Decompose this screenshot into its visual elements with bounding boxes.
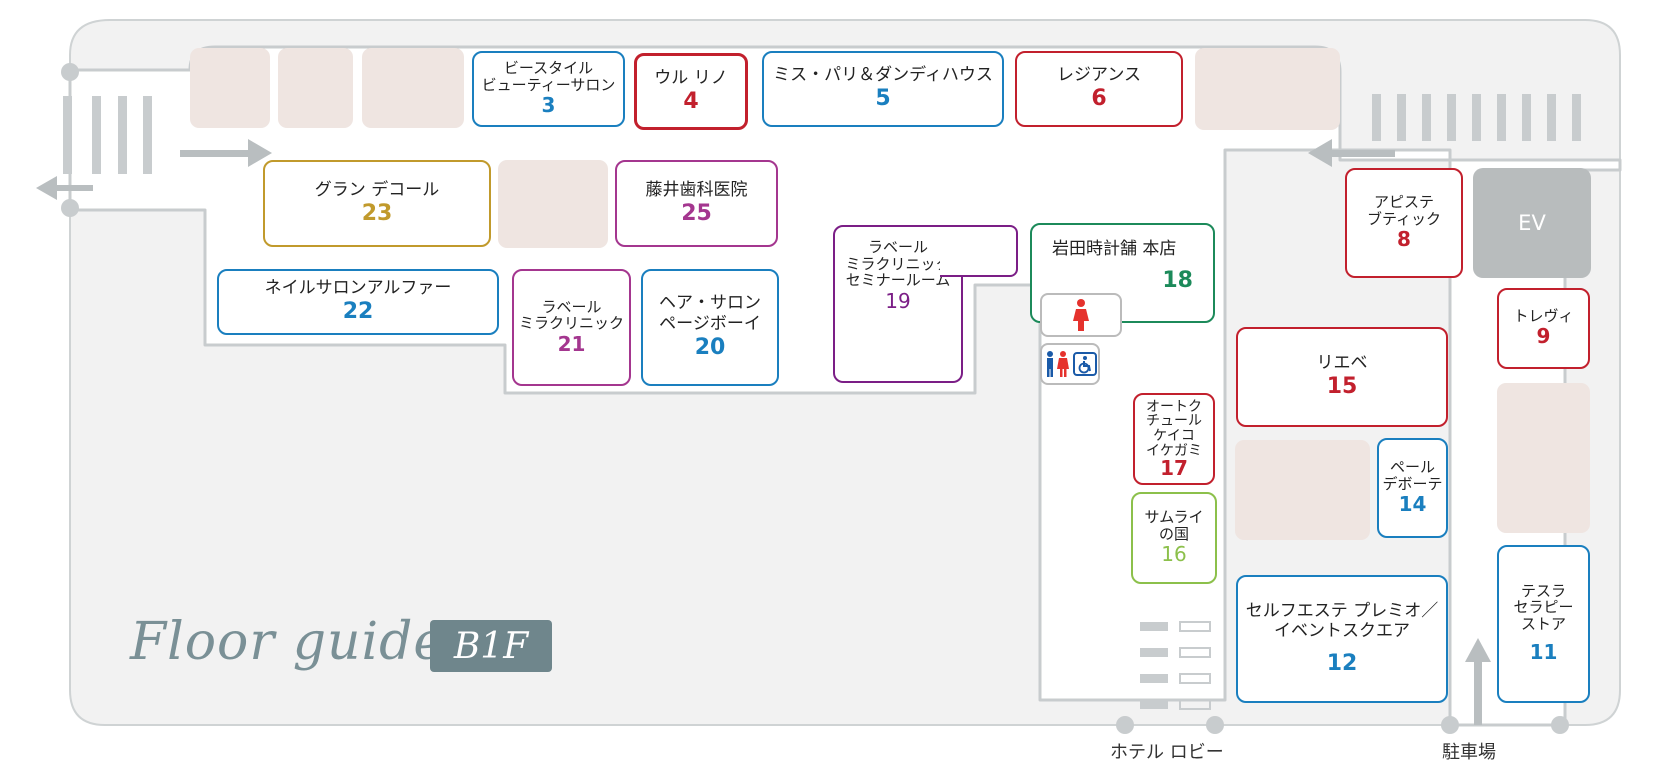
right-stairs [1372, 94, 1581, 141]
shop-18[interactable]: 岩田時計舗 本店 18 [1030, 223, 1215, 323]
hotel-lobby-label: ホテル ロビー [1110, 742, 1224, 763]
stair-bar [143, 96, 152, 174]
arrow-right-icon [180, 139, 272, 167]
elevator: EV [1473, 168, 1591, 278]
shop-number: 3 [541, 93, 556, 117]
shop-4[interactable]: ウル リノ 4 [634, 53, 748, 130]
shop-number: 4 [683, 88, 699, 114]
shop-name: グラン デコール [314, 179, 440, 200]
shop-12[interactable]: セルフエステ プレミオ／ イベントスクエア 12 [1236, 575, 1448, 703]
entrance-dot [61, 63, 1569, 734]
elevator-label: EV [1518, 211, 1546, 235]
shop-number: 8 [1397, 227, 1411, 251]
shop-number: 15 [1326, 374, 1358, 400]
shop-name: 岩田時計舗 本店 [1052, 239, 1177, 259]
shop-number: 22 [342, 299, 374, 325]
shop-name: ラベール ミラクリニック セミナールーム [845, 238, 951, 289]
shop-21[interactable]: ラベール ミラクリニック 21 [512, 269, 631, 386]
shop-20[interactable]: ヘア・サロン ページボーイ 20 [641, 269, 779, 386]
shop-number: 6 [1091, 86, 1107, 112]
shop-name: オートク チュール ケイコ イケガミ [1146, 398, 1202, 459]
vacant-unit [362, 48, 464, 128]
shop-3[interactable]: ビースタイル ビューティーサロン 3 [472, 51, 625, 127]
shop-number: 11 [1529, 640, 1558, 665]
parking-label: 駐車場 [1442, 742, 1496, 763]
shop-15[interactable]: リエベ 15 [1236, 327, 1448, 427]
shop-number: 20 [694, 335, 726, 361]
stair-bar [92, 96, 101, 174]
shop-name: ネイルサロンアルファー [264, 278, 452, 299]
shop-number: 5 [875, 86, 891, 112]
wheelchair-icon [1073, 352, 1097, 376]
shop-number: 23 [361, 200, 393, 226]
stair-bar [118, 96, 127, 174]
floor-badge: B1F [430, 620, 552, 672]
shop-number: 25 [681, 200, 712, 226]
shop-11[interactable]: テスラ セラピー ストア 11 [1497, 545, 1590, 703]
floor-guide-title: Floor guide [130, 612, 446, 672]
vacant-unit [190, 48, 270, 128]
shop-number: 19 [885, 288, 911, 313]
shop-number: 17 [1160, 456, 1188, 481]
shop-name: ウル リノ [654, 67, 728, 88]
stair-bar [63, 96, 72, 174]
parking-arrow-icon [1465, 638, 1491, 725]
shop-number: 16 [1161, 542, 1187, 566]
vacant-unit [1497, 383, 1590, 533]
vacant-unit [498, 160, 608, 248]
shop-name: テスラ セラピー ストア [1513, 581, 1574, 633]
shop-16[interactable]: サムライ の国 16 [1131, 492, 1217, 584]
shop-22[interactable]: ネイルサロンアルファー 22 [217, 269, 499, 335]
vacant-unit [1195, 48, 1340, 130]
restroom-icon [1047, 351, 1069, 377]
shop-number: 14 [1398, 492, 1427, 516]
shop-name: ペール デボーテ [1382, 458, 1443, 493]
shop-number: 12 [1326, 650, 1358, 676]
shop-name: ラベール ミラクリニック [518, 297, 624, 332]
shop-name: セルフエステ プレミオ／ イベントスクエア [1245, 600, 1439, 642]
shop-name: ビースタイル ビューティーサロン [481, 59, 616, 94]
shop-5[interactable]: ミス・パリ＆ダンディハウス 5 [762, 51, 1004, 127]
shop-name: 藤井歯科医院 [645, 179, 748, 200]
shop-23[interactable]: グラン デコール 23 [263, 160, 491, 247]
shop-name: アピステ ブティック [1366, 193, 1442, 228]
shop-number: 9 [1536, 324, 1551, 349]
shop-25[interactable]: 藤井歯科医院 25 [615, 160, 778, 247]
shop-14[interactable]: ペール デボーテ 14 [1377, 438, 1448, 538]
shop-name: ヘア・サロン ページボーイ [659, 293, 761, 334]
shop-6[interactable]: レジアンス 6 [1015, 51, 1183, 127]
shop-number: 21 [557, 331, 586, 356]
arrow-left-icon [1308, 139, 1395, 167]
shop-number: 18 [1162, 268, 1193, 294]
exit-arrow-icon [36, 176, 93, 200]
shop-name: レジアンス [1057, 65, 1141, 86]
shop-8[interactable]: アピステ ブティック 8 [1345, 168, 1463, 278]
women-restroom-icon [1073, 299, 1089, 331]
shop-name: トレヴィ [1513, 306, 1574, 325]
shop-name: ミス・パリ＆ダンディハウス [773, 65, 993, 86]
shop-19-extension [940, 225, 1018, 277]
women-restroom[interactable] [1040, 293, 1122, 337]
vacant-unit [278, 48, 353, 128]
vacant-unit [1235, 440, 1370, 540]
shop-name: サムライ の国 [1144, 508, 1204, 543]
stairs-lobby [1140, 621, 1211, 710]
shop-17[interactable]: オートク チュール ケイコ イケガミ 17 [1133, 393, 1215, 485]
shop-name: リエベ [1316, 353, 1368, 374]
shop-9[interactable]: トレヴィ 9 [1497, 288, 1590, 369]
multipurpose-restroom[interactable] [1040, 343, 1100, 385]
